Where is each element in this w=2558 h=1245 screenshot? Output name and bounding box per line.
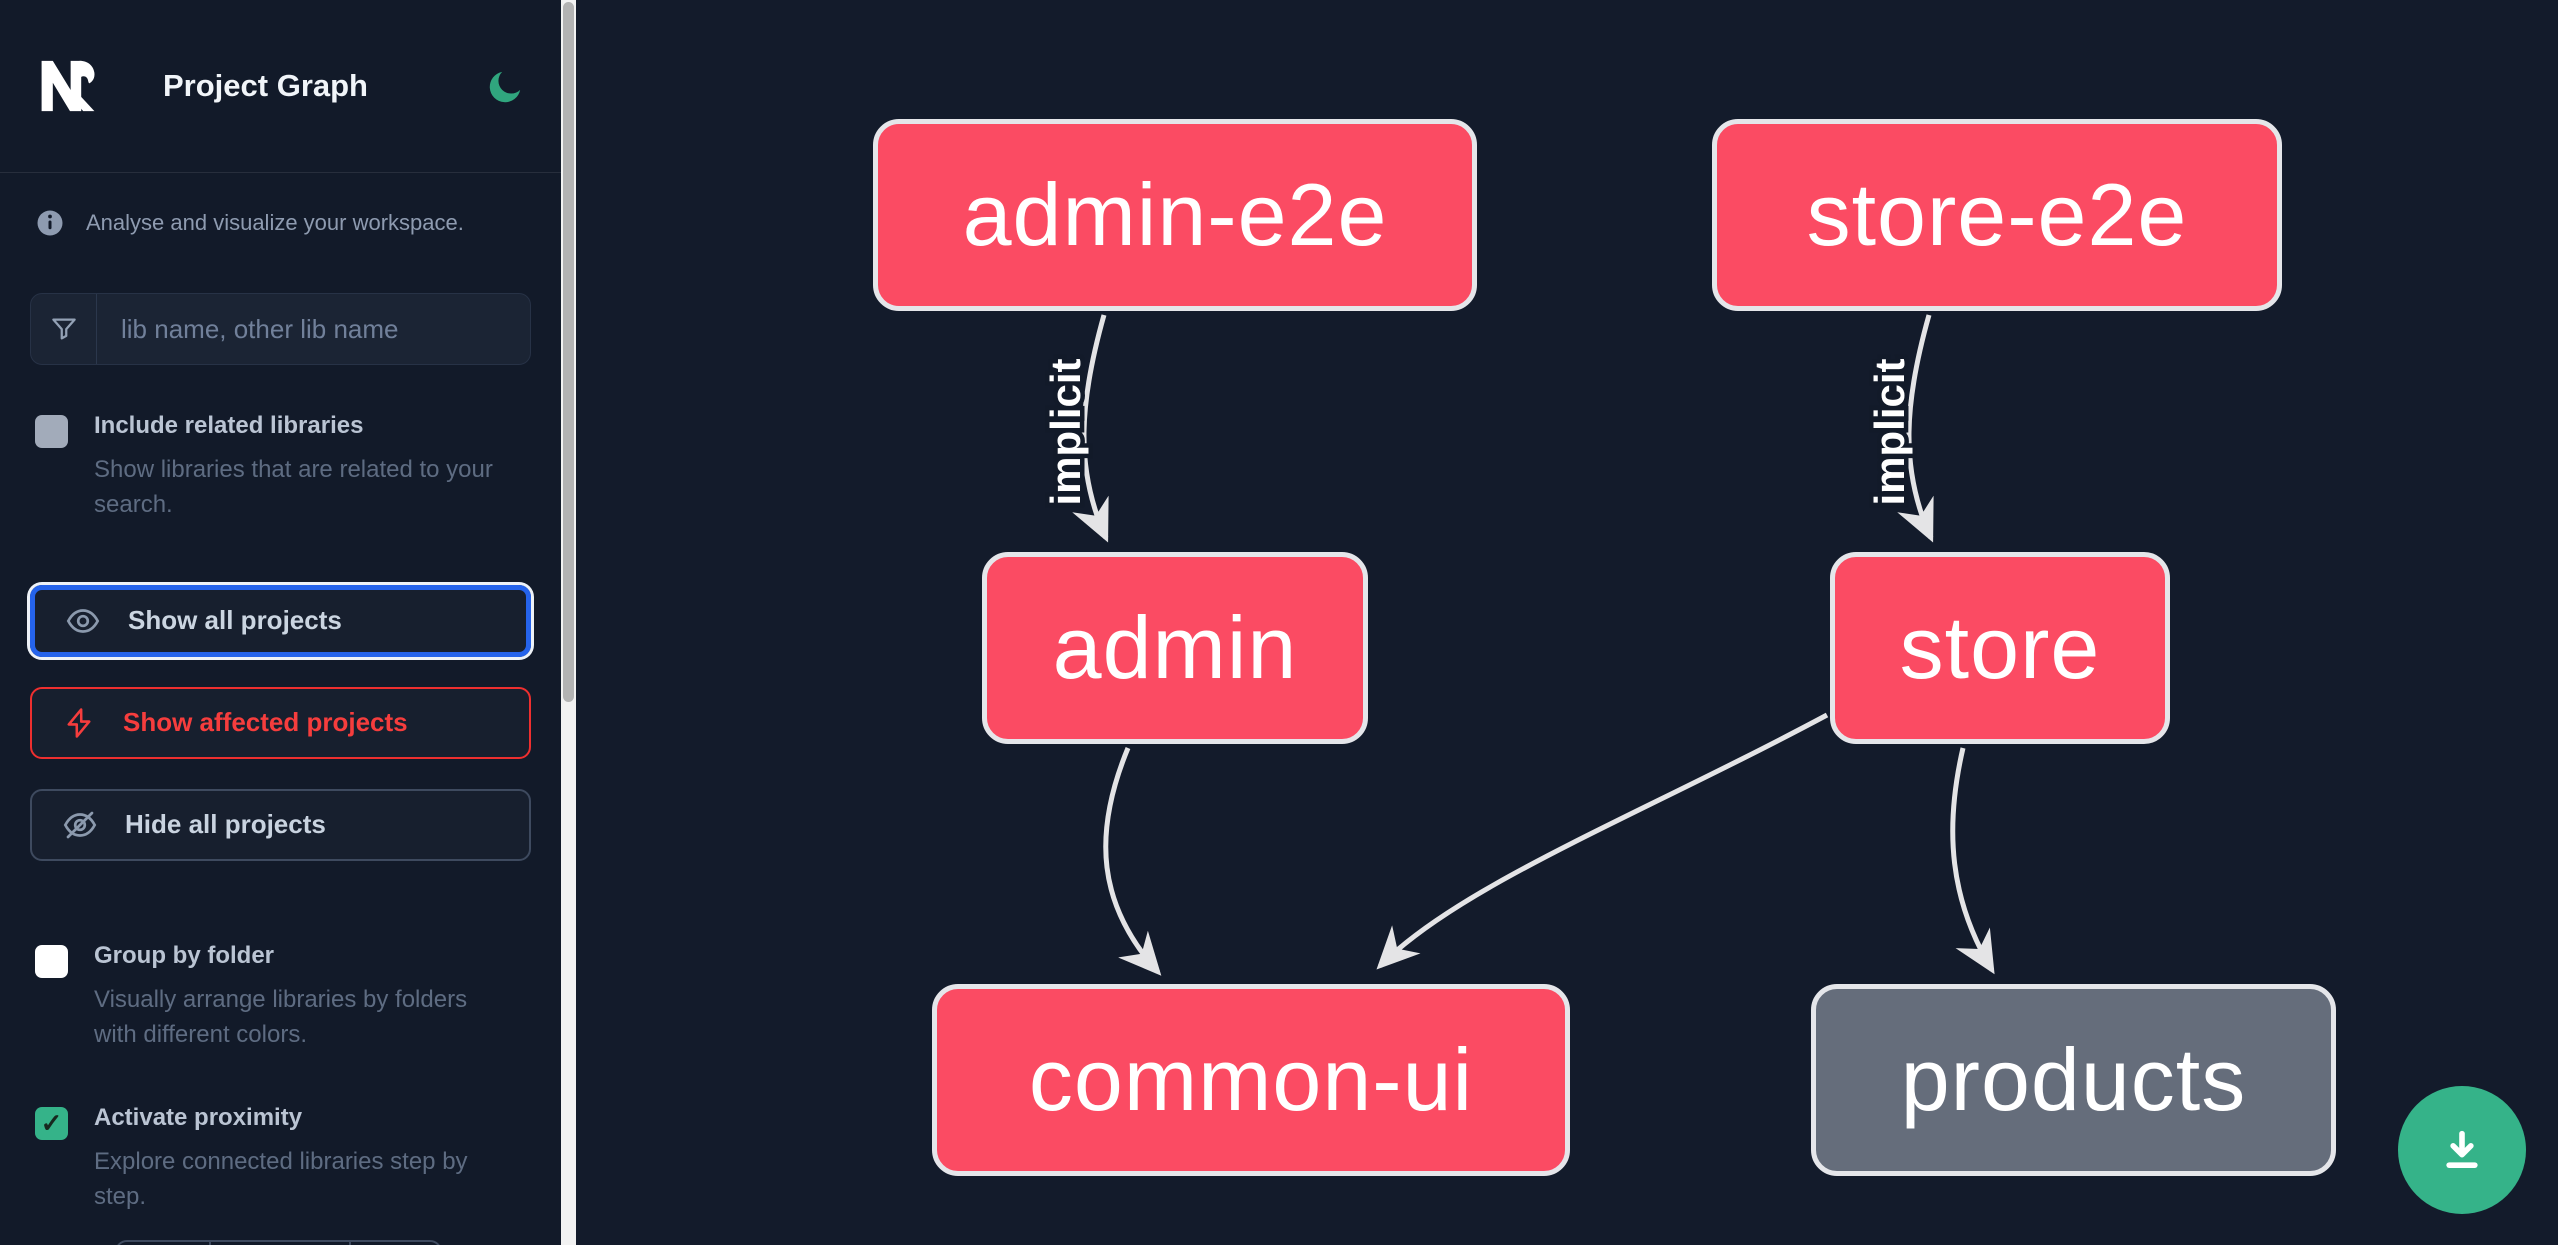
edge-store-e2e-to-store[interactable]: [1897, 314, 1934, 543]
proximity-depth-control: [115, 1239, 442, 1245]
sidebar-scrollbar-track[interactable]: [561, 0, 576, 1245]
checkbox-row-group-by-folder: Group by folder Visually arrange librari…: [0, 941, 561, 1053]
group-by-folder-label[interactable]: Group by folder: [94, 941, 274, 969]
eye-icon: [65, 603, 101, 639]
activate-proximity-checkbox[interactable]: ✓: [35, 1106, 68, 1140]
edge-store-to-products[interactable]: [1950, 747, 1995, 975]
graph-node-admin[interactable]: admin: [982, 552, 1368, 744]
graph-node-common-ui[interactable]: common-ui: [932, 984, 1570, 1176]
sidebar-scrollbar-thumb[interactable]: [563, 2, 574, 702]
download-image-button[interactable]: [2398, 1086, 2526, 1214]
info-icon: [35, 208, 65, 238]
search-box: [30, 293, 531, 365]
nx-logo: [35, 53, 101, 119]
workspace-info-text: Analyse and visualize your workspace.: [86, 210, 464, 235]
show-all-projects-label: Show all projects: [128, 605, 342, 636]
proximity-segment-2[interactable]: [211, 1241, 351, 1245]
download-icon: [2434, 1122, 2490, 1178]
include-related-checkbox[interactable]: [35, 415, 68, 448]
hide-all-projects-button[interactable]: Hide all projects: [30, 788, 531, 861]
proximity-segment-1[interactable]: [117, 1241, 211, 1245]
show-affected-projects-button[interactable]: Show affected projects: [30, 686, 531, 759]
group-by-folder-description: Visually arrange libraries by folders wi…: [94, 986, 468, 1049]
bolt-icon: [62, 706, 96, 740]
search-input[interactable]: [97, 294, 530, 364]
graph-node-store-e2e[interactable]: store-e2e: [1712, 119, 2282, 311]
include-related-description: Show libraries that are related to your …: [94, 456, 493, 519]
include-related-label[interactable]: Include related libraries: [94, 412, 364, 439]
project-visibility-buttons: Show all projects Show affected projects: [30, 584, 531, 861]
theme-toggle-button[interactable]: [486, 66, 526, 106]
show-all-projects-button[interactable]: Show all projects: [30, 584, 531, 657]
graph-node-products[interactable]: products: [1811, 984, 2336, 1176]
activate-proximity-label[interactable]: Activate proximity: [94, 1103, 303, 1131]
checkbox-row-activate-proximity: ✓ Activate proximity Explore connected l…: [0, 1103, 561, 1215]
checkbox-row-include-related: Include related libraries Show libraries…: [0, 412, 561, 523]
edge-admin-to-common-ui[interactable]: [1103, 747, 1162, 976]
sidebar: Project Graph Analyse and visualize your…: [0, 0, 561, 1245]
graph-node-admin-e2e[interactable]: admin-e2e: [873, 119, 1477, 311]
edge-admin-e2e-to-admin[interactable]: [1072, 314, 1109, 543]
workspace-info: Analyse and visualize your workspace.: [0, 208, 561, 238]
filter-funnel-icon: [31, 294, 97, 364]
hide-all-projects-label: Hide all projects: [125, 809, 326, 840]
activate-proximity-description: Explore connected libraries step by step…: [94, 1148, 468, 1211]
graph-node-store[interactable]: store: [1830, 552, 2170, 744]
group-by-folder-checkbox[interactable]: [35, 944, 68, 978]
edge-store-to-common-ui[interactable]: [1376, 712, 1829, 970]
show-affected-projects-label: Show affected projects: [123, 707, 408, 738]
app-title: Project Graph: [163, 68, 368, 103]
moon-icon: [486, 66, 526, 106]
eye-off-icon: [62, 807, 98, 843]
sidebar-header: Project Graph: [0, 0, 561, 173]
